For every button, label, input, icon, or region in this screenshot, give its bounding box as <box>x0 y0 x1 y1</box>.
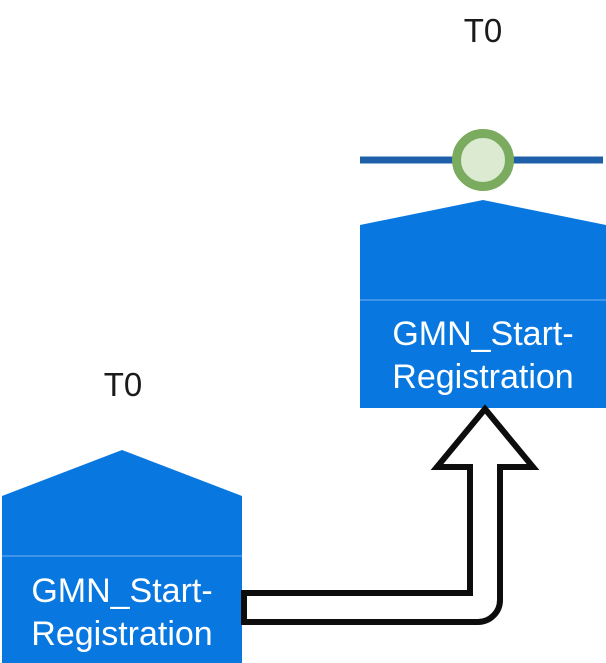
event-marker-circle[interactable] <box>452 129 514 191</box>
node-shape-target[interactable] <box>360 200 606 408</box>
node-label-target: GMN_Start- Registration <box>392 315 574 396</box>
time-label-target: T0 <box>463 12 503 49</box>
node-label-source: GMN_Start- Registration <box>31 572 213 653</box>
flow-arrow[interactable] <box>241 404 540 625</box>
time-label-source: T0 <box>103 366 143 403</box>
